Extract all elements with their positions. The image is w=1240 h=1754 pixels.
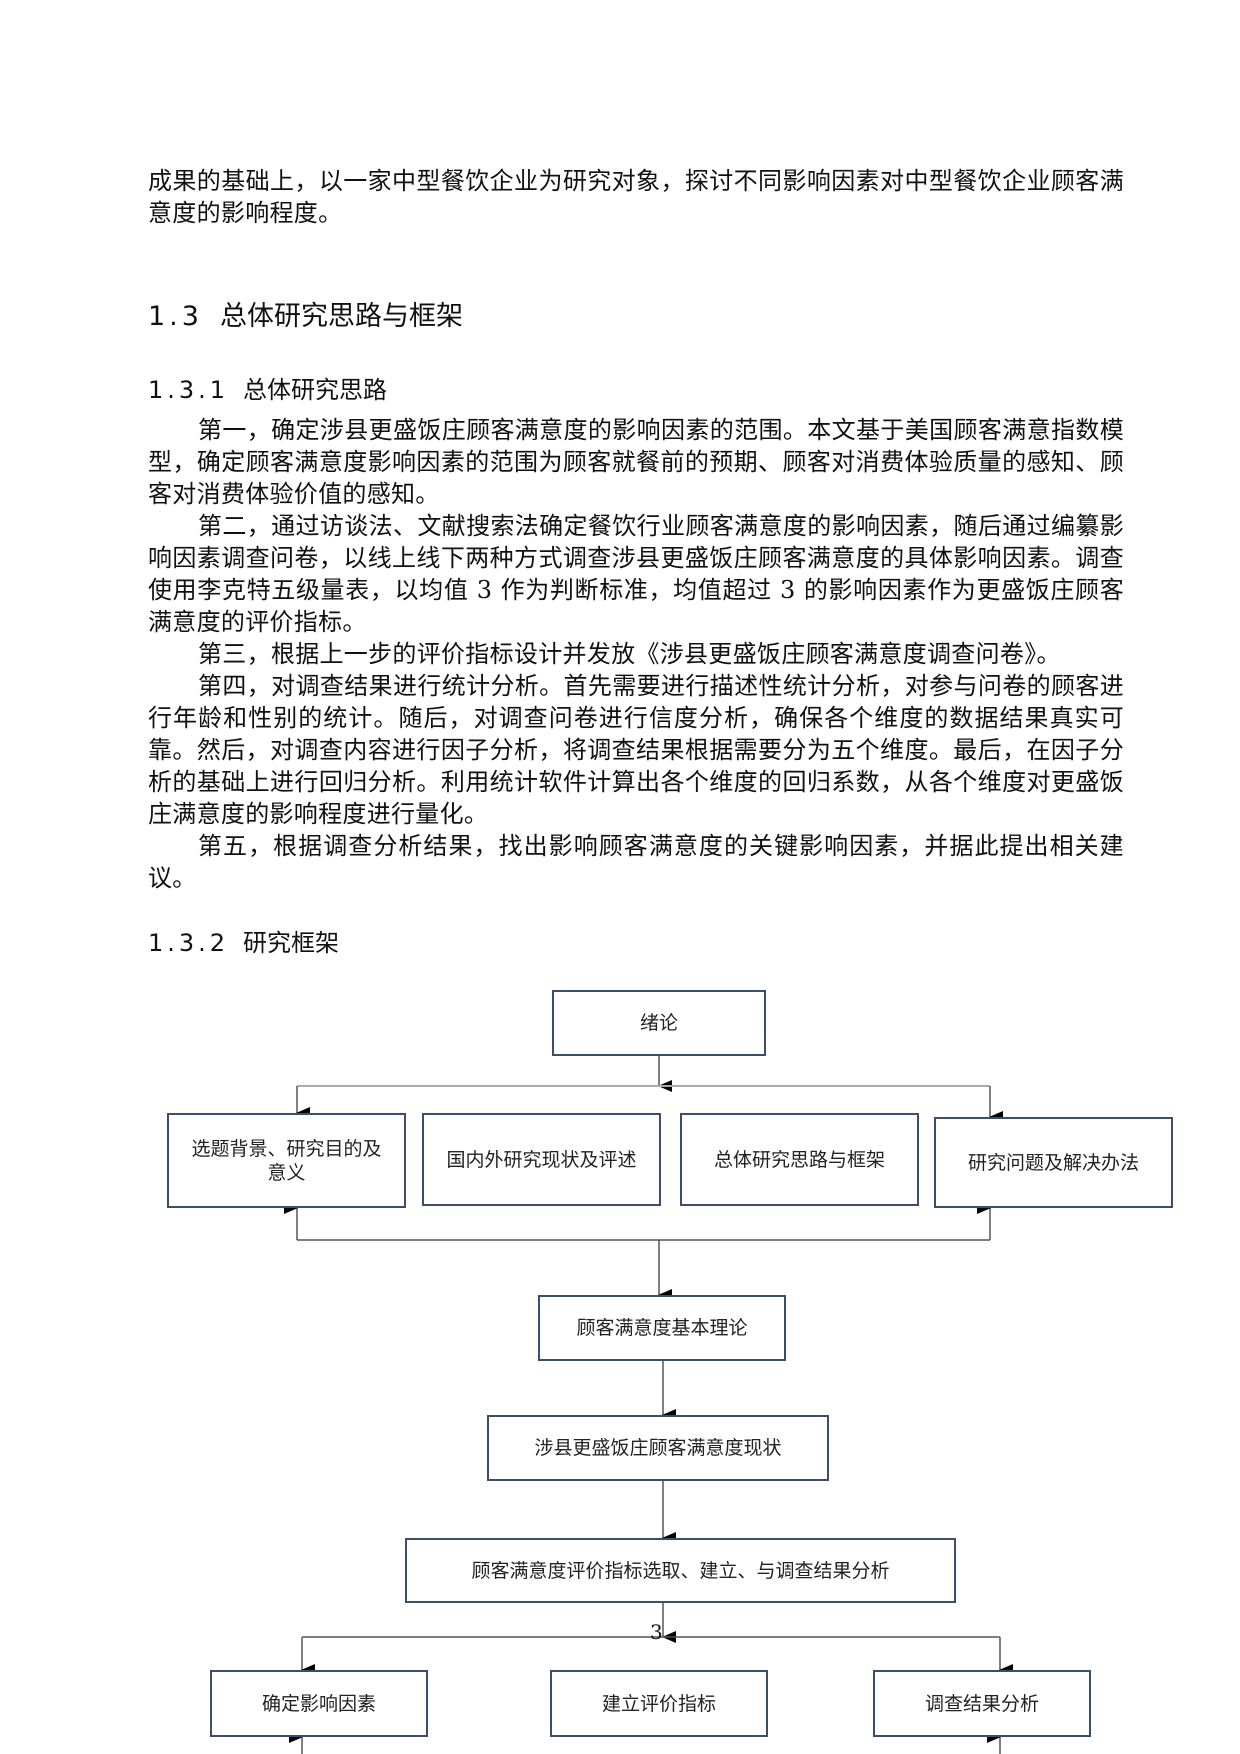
node-background: 选题背景、研究目的及意义: [167, 1113, 406, 1208]
node-problems: 研究问题及解决办法: [934, 1117, 1173, 1208]
subsection-number: 1.3.1: [148, 376, 230, 404]
node-theory: 顾客满意度基本理论: [538, 1295, 786, 1361]
node-framework: 总体研究思路与框架: [680, 1113, 919, 1206]
node-factors: 确定影响因素: [210, 1670, 428, 1737]
subsection-heading-1: 1.3.1 总体研究思路: [148, 370, 387, 405]
paragraph-step-3: 第三，根据上一步的评价指标设计并发放《涉县更盛饭庄顾客满意度调查问卷》。: [198, 640, 1061, 668]
node-intro: 绪论: [552, 990, 766, 1056]
section-title: 总体研究思路与框架: [220, 301, 463, 332]
paragraph-step-4: 第四，对调查结果进行统计分析。首先需要进行描述性统计分析，对参与问卷的顾客进行年…: [148, 672, 1124, 828]
subsection-title: 研究框架: [243, 929, 339, 957]
paragraph-step-5: 第五，根据调查分析结果，找出影响顾客满意度的关键影响因素，并据此提出相关建议。: [148, 832, 1124, 892]
subsection-title: 总体研究思路: [243, 376, 387, 404]
intro-paragraph: 成果的基础上，以一家中型餐饮企业为研究对象，探讨不同影响因素对中型餐饮企业顾客满…: [148, 167, 1124, 227]
paragraph-step-1: 第一，确定涉县更盛饭庄顾客满意度的影响因素的范围。本文基于美国顾客满意指数模型，…: [148, 416, 1124, 508]
node-literature: 国内外研究现状及评述: [422, 1113, 661, 1206]
subsection-heading-2: 1.3.2 研究框架: [148, 923, 339, 958]
node-analysis: 调查结果分析: [873, 1670, 1091, 1737]
paragraph-step-2: 第二，通过访谈法、文献搜索法确定餐饮行业顾客满意度的影响因素，随后通过编纂影响因…: [148, 512, 1124, 636]
node-indicators: 顾客满意度评价指标选取、建立、与调查结果分析: [405, 1538, 956, 1603]
section-number: 1.3: [148, 301, 203, 332]
page-number: 3: [650, 1620, 663, 1644]
section-heading: 1.3 总体研究思路与框架: [148, 294, 463, 333]
node-status: 涉县更盛饭庄顾客满意度现状: [487, 1415, 829, 1481]
node-build-index: 建立评价指标: [550, 1670, 768, 1737]
subsection-number: 1.3.2: [148, 929, 230, 957]
